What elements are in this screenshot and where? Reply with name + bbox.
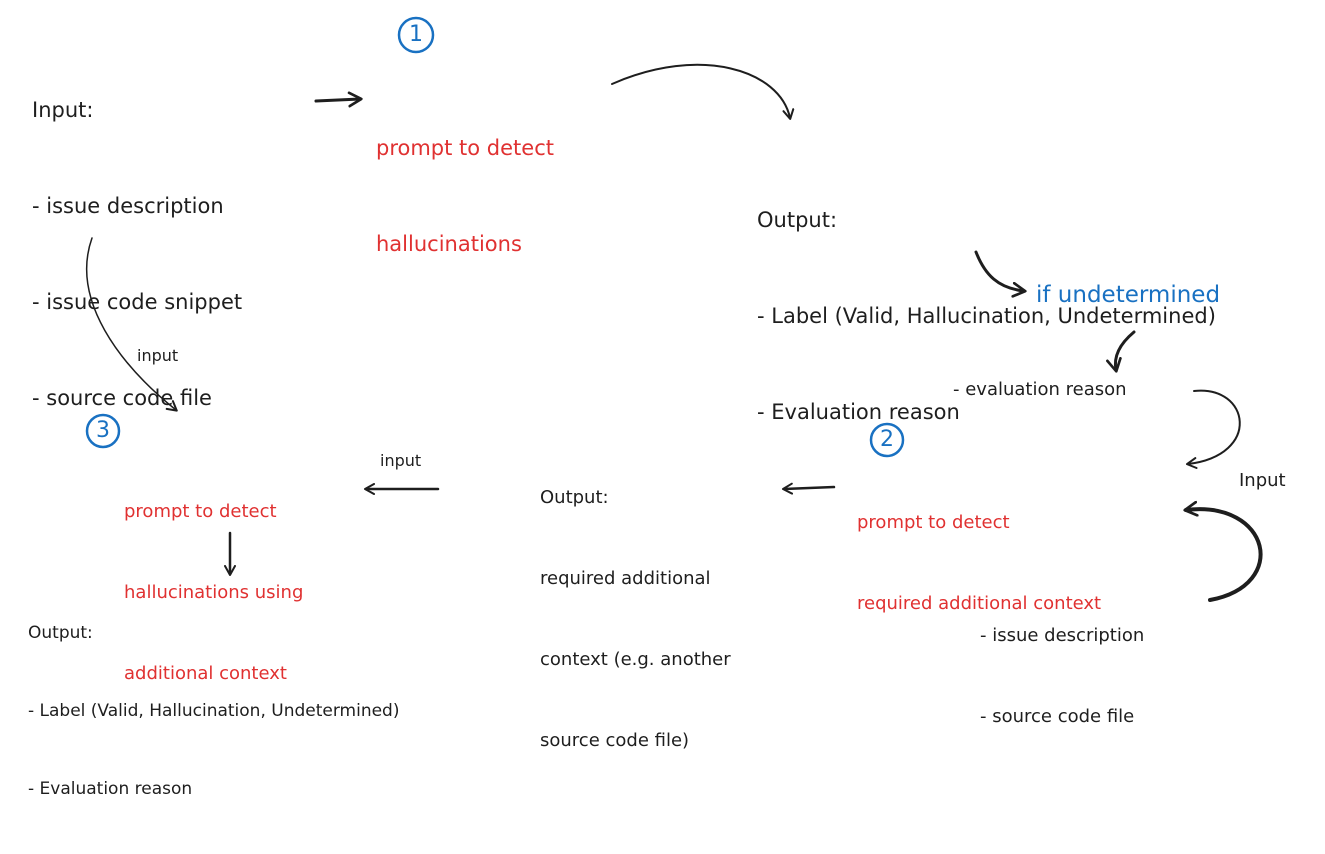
- step-1-input-block: Input: - issue description - issue code …: [32, 30, 242, 478]
- step-2-input-label: Input: [1239, 470, 1286, 491]
- step-3-output-title: Output:: [28, 623, 93, 643]
- step-1-input-title: Input:: [32, 98, 94, 122]
- arrow-prompt1-to-output: [611, 63, 795, 120]
- flow-diagram: 1 Input: - issue description - issue cod…: [28, 16, 1286, 799]
- step-3-output-block: Output: - Label (Valid, Hallucination, U…: [28, 568, 400, 854]
- step-1-output-item: - Evaluation reason: [757, 400, 960, 424]
- step-2-prompt-line: required additional context: [857, 593, 1102, 614]
- step-2-output-block: Output: required additional context (e.g…: [540, 430, 731, 808]
- arrow-output-to-condition: [974, 250, 1027, 298]
- arrow-reason-to-prompt2: [1186, 389, 1241, 469]
- step-2-output-item: required additional: [540, 568, 711, 589]
- step-2-output-item: context (e.g. another: [540, 649, 731, 670]
- step-2-extra-input-item: - issue description: [980, 625, 1145, 646]
- connector-arrows: [85, 16, 1263, 602]
- step-2-output-item: source code file): [540, 730, 690, 751]
- badge-3-circle: [85, 413, 121, 449]
- step-1-input-item: - issue code snippet: [32, 290, 243, 314]
- step-1-prompt-line: hallucinations: [376, 232, 522, 256]
- arrow-condition-to-reason: [1106, 330, 1136, 373]
- arrow-input-to-prompt1: [314, 91, 363, 108]
- step-3-output-item: - Label (Valid, Hallucination, Undetermi…: [28, 701, 400, 721]
- step-1-output-block: Output: - Label (Valid, Hallucination, U…: [757, 140, 1216, 492]
- step-1-output-title: Output:: [757, 208, 838, 232]
- step-3-input-label-right: input: [380, 451, 422, 470]
- step-1-input-item: - issue description: [32, 194, 224, 218]
- step-3-badge: 3: [96, 418, 110, 443]
- step-2-output-title: Output:: [540, 487, 609, 508]
- step-2-prompt-line: prompt to detect: [857, 512, 1010, 533]
- step-2-prompt: prompt to detect required additional con…: [857, 455, 1101, 671]
- step-3-prompt-line: prompt to detect: [124, 501, 277, 522]
- step-3-output-item: - Evaluation reason: [28, 779, 193, 799]
- step-2-evaluation-reason: - evaluation reason: [953, 379, 1127, 400]
- condition-label: if undetermined: [1036, 282, 1221, 308]
- step-1-prompt: prompt to detect hallucinations: [376, 68, 554, 324]
- arrow-input-to-prompt3: [86, 237, 178, 412]
- arrow-prompt2-to-output2: [782, 482, 836, 495]
- step-1-badge: 1: [409, 22, 423, 47]
- step-1-prompt-line: prompt to detect: [376, 136, 554, 160]
- step-1-output-item: - Label (Valid, Hallucination, Undetermi…: [757, 304, 1216, 328]
- step-2-badge: 2: [880, 427, 894, 452]
- step-3-input-label-left: input: [137, 346, 179, 365]
- badge-1-circle: [397, 16, 435, 54]
- step-2-extra-input-item: - source code file: [980, 706, 1135, 727]
- badge-2-circle: [869, 422, 905, 458]
- arrow-extra-inputs-to-prompt2: [1183, 500, 1263, 602]
- step-1-input-item: - source code file: [32, 386, 212, 410]
- step-3-prompt-line: hallucinations using: [124, 582, 304, 603]
- step-2-extra-inputs: - issue description - source code file: [980, 568, 1144, 784]
